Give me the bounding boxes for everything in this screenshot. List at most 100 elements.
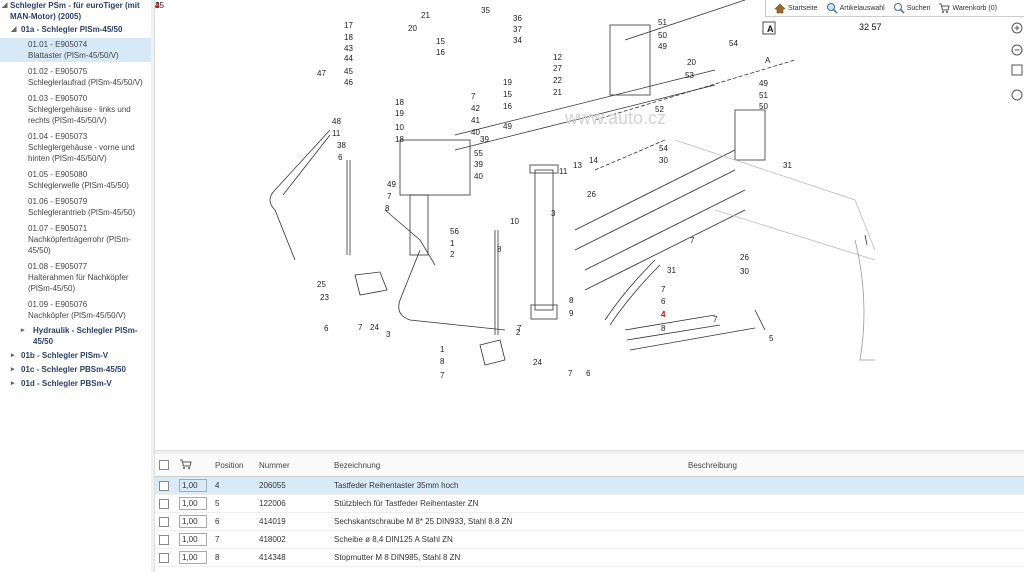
home-button[interactable]: Startseite <box>774 2 818 14</box>
part-callout[interactable]: 10 <box>395 123 404 132</box>
part-callout[interactable]: 6 <box>324 324 329 333</box>
part-callout[interactable]: 45 <box>344 67 353 76</box>
part-callout[interactable]: 42 <box>471 104 480 113</box>
part-callout[interactable]: 11 <box>559 167 568 176</box>
collapsed-arrow-icon[interactable]: ▸ <box>11 380 15 387</box>
part-callout[interactable]: 43 <box>344 44 353 53</box>
zoom-out-icon[interactable] <box>1011 44 1023 56</box>
part-callout[interactable]: 1 <box>440 345 445 354</box>
tree-group-01d[interactable]: ▸ 01d - Schlegler PBSm-V <box>0 378 151 389</box>
part-callout[interactable]: 19 <box>503 78 512 87</box>
part-callout[interactable]: 7 <box>387 192 392 201</box>
part-callout[interactable]: 49 <box>503 122 512 131</box>
part-callout[interactable]: 8 <box>569 296 574 305</box>
part-callout[interactable]: 5 <box>769 334 774 343</box>
row-checkbox[interactable] <box>159 516 169 527</box>
part-callout[interactable]: 25 <box>317 280 326 289</box>
part-callout[interactable]: 9 <box>569 309 574 318</box>
part-callout[interactable]: 53 <box>685 71 694 80</box>
cart-button[interactable]: Warenkorb (0) <box>938 2 997 14</box>
part-callout[interactable]: 2 <box>450 250 455 259</box>
part-callout[interactable]: 26 <box>740 253 749 262</box>
row-select-cell[interactable] <box>155 512 175 531</box>
part-callout[interactable]: 56 <box>450 227 459 236</box>
part-callout[interactable]: 49 <box>658 42 667 51</box>
part-callout[interactable]: 20 <box>687 58 696 67</box>
quantity-input[interactable]: 1,00 <box>179 497 207 510</box>
part-callout[interactable]: 48 <box>332 117 341 126</box>
part-callout[interactable]: 51 <box>759 91 768 100</box>
collapsed-arrow-icon[interactable]: ▸ <box>11 352 15 359</box>
part-callout[interactable]: 7 <box>690 236 695 245</box>
part-callout[interactable]: 37 <box>513 25 522 34</box>
quantity-input[interactable]: 1,00 <box>179 551 207 564</box>
part-callout[interactable]: 51 <box>658 18 667 27</box>
part-callout[interactable]: 24 <box>533 358 542 367</box>
row-select-cell[interactable] <box>155 494 175 513</box>
expanded-arrow-icon[interactable]: ◢ <box>11 26 17 33</box>
part-callout[interactable]: 8 <box>497 245 502 254</box>
part-callout[interactable]: 20 <box>408 24 417 33</box>
part-callout[interactable]: 50 <box>658 31 667 40</box>
part-callout[interactable]: 25 <box>155 1 164 10</box>
part-callout[interactable]: 41 <box>471 116 480 125</box>
part-callout[interactable]: 27 <box>553 64 562 73</box>
part-callout[interactable]: 11 <box>332 129 341 138</box>
quantity-input[interactable]: 1,00 <box>179 479 207 492</box>
part-callout[interactable]: 31 <box>783 161 792 170</box>
part-callout[interactable]: 22 <box>553 76 562 85</box>
part-callout[interactable]: 8 <box>440 357 445 366</box>
part-callout[interactable]: 17 <box>344 21 353 30</box>
row-select-cell[interactable] <box>155 476 175 495</box>
part-callout[interactable]: 54 <box>729 39 738 48</box>
part-callout[interactable]: 21 <box>553 88 562 97</box>
part-callout[interactable]: 2 <box>516 328 521 337</box>
part-callout[interactable]: 40 <box>474 172 483 181</box>
part-callout[interactable]: 21 <box>421 11 430 20</box>
part-callout[interactable]: 7 <box>568 369 573 378</box>
part-callout[interactable]: 54 <box>659 144 668 153</box>
part-callout[interactable]: 55 <box>474 149 483 158</box>
quantity-input[interactable]: 1,00 <box>179 515 207 528</box>
part-callout[interactable]: 36 <box>513 14 522 23</box>
tree-group-hydraulik[interactable]: ▸ Hydraulik - Schlegler PlSm-45/50 <box>0 325 151 347</box>
tree-group-01c[interactable]: ▸ 01c - Schlegler PBSm-45/50 <box>0 364 151 375</box>
part-callout[interactable]: 7 <box>713 315 718 324</box>
part-callout[interactable]: 18 <box>395 98 404 107</box>
row-select-cell[interactable] <box>155 530 175 549</box>
expanded-arrow-icon[interactable]: ◢ <box>2 2 8 9</box>
fit-icon[interactable] <box>1011 64 1023 76</box>
part-callout[interactable]: 10 <box>510 217 519 226</box>
part-callout[interactable]: 16 <box>436 48 445 57</box>
part-callout[interactable]: 47 <box>317 69 326 78</box>
part-callout[interactable]: 3 <box>386 330 391 339</box>
part-callout[interactable]: 18 <box>395 135 404 144</box>
part-callout[interactable]: 6 <box>661 297 666 306</box>
part-callout[interactable]: 26 <box>587 190 596 199</box>
part-callout[interactable]: 4 <box>661 310 666 319</box>
header-select-all[interactable] <box>155 454 175 477</box>
part-callout[interactable]: 35 <box>481 6 490 15</box>
part-callout[interactable]: 7 <box>358 323 363 332</box>
tree-group-01a[interactable]: ◢ 01a - Schlegler PlSm-45/50 <box>0 24 151 35</box>
part-callout[interactable]: 52 <box>655 105 664 114</box>
header-position[interactable]: Position <box>211 454 255 477</box>
part-callout[interactable]: 38 <box>337 141 346 150</box>
search-button[interactable]: Suchen <box>893 2 930 14</box>
part-callout[interactable]: 7 <box>471 92 476 101</box>
part-callout[interactable]: 30 <box>659 156 668 165</box>
part-callout[interactable]: 12 <box>553 53 562 62</box>
collapsed-arrow-icon[interactable]: ▸ <box>21 327 25 334</box>
collapsed-arrow-icon[interactable]: ▸ <box>11 366 15 373</box>
part-callout[interactable]: 6 <box>586 369 591 378</box>
header-beschreibung[interactable]: Beschreibung <box>684 454 1024 477</box>
